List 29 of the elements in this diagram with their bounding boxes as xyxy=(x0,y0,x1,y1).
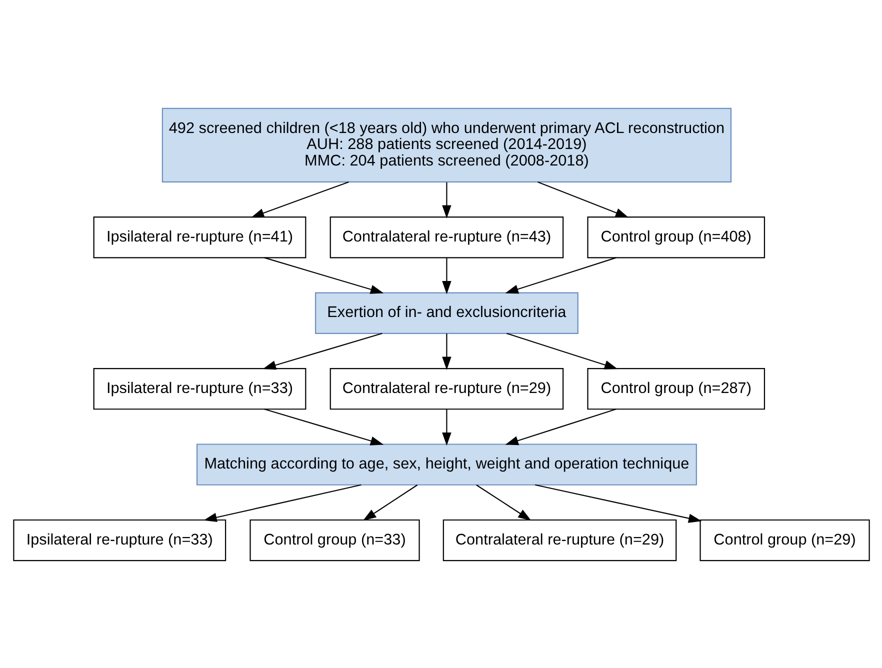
arrow xyxy=(203,484,361,522)
arrow xyxy=(442,257,451,294)
arrow xyxy=(537,180,628,218)
arrow xyxy=(442,408,451,446)
arrow xyxy=(504,408,616,445)
node-box: Contralateral re-rupture (n=29) xyxy=(442,518,676,561)
node-box: Matching according to age, sex, height, weight and operation technique xyxy=(196,443,696,485)
node-box: Ipsilateral re-rupture (n=33) xyxy=(92,367,306,410)
node-box: Control group (n=408) xyxy=(586,216,765,258)
node-box: Ipsilateral re-rupture (n=33) xyxy=(12,518,226,561)
arrow xyxy=(504,256,616,294)
node-box: 492 screened children (<18 years old) who underwent primary ACL reconstruction AUH: 288 patients screened (2014-2019) MMC: 204 patients screened (2008-2018) xyxy=(161,107,732,182)
arrow xyxy=(264,408,384,445)
node-box: Control group (n=29) xyxy=(699,518,870,561)
arrow xyxy=(506,332,618,369)
arrow xyxy=(442,182,451,218)
node-box: Ipsilateral re-rupture (n=41) xyxy=(92,216,306,258)
node-box: Contralateral re-rupture (n=29) xyxy=(329,367,564,410)
node-box: Contralateral re-rupture (n=43) xyxy=(329,216,564,258)
node-box: Control group (n=33) xyxy=(249,518,420,561)
arrow xyxy=(476,484,531,520)
node-box: Exertion of in- and exclusioncriteria xyxy=(314,292,578,334)
arrow xyxy=(442,333,451,370)
arrow xyxy=(250,180,348,218)
node-box: Control group (n=287) xyxy=(586,367,765,410)
arrow xyxy=(262,332,382,370)
arrow xyxy=(264,256,384,294)
arrow xyxy=(534,484,702,522)
arrow xyxy=(362,484,418,520)
